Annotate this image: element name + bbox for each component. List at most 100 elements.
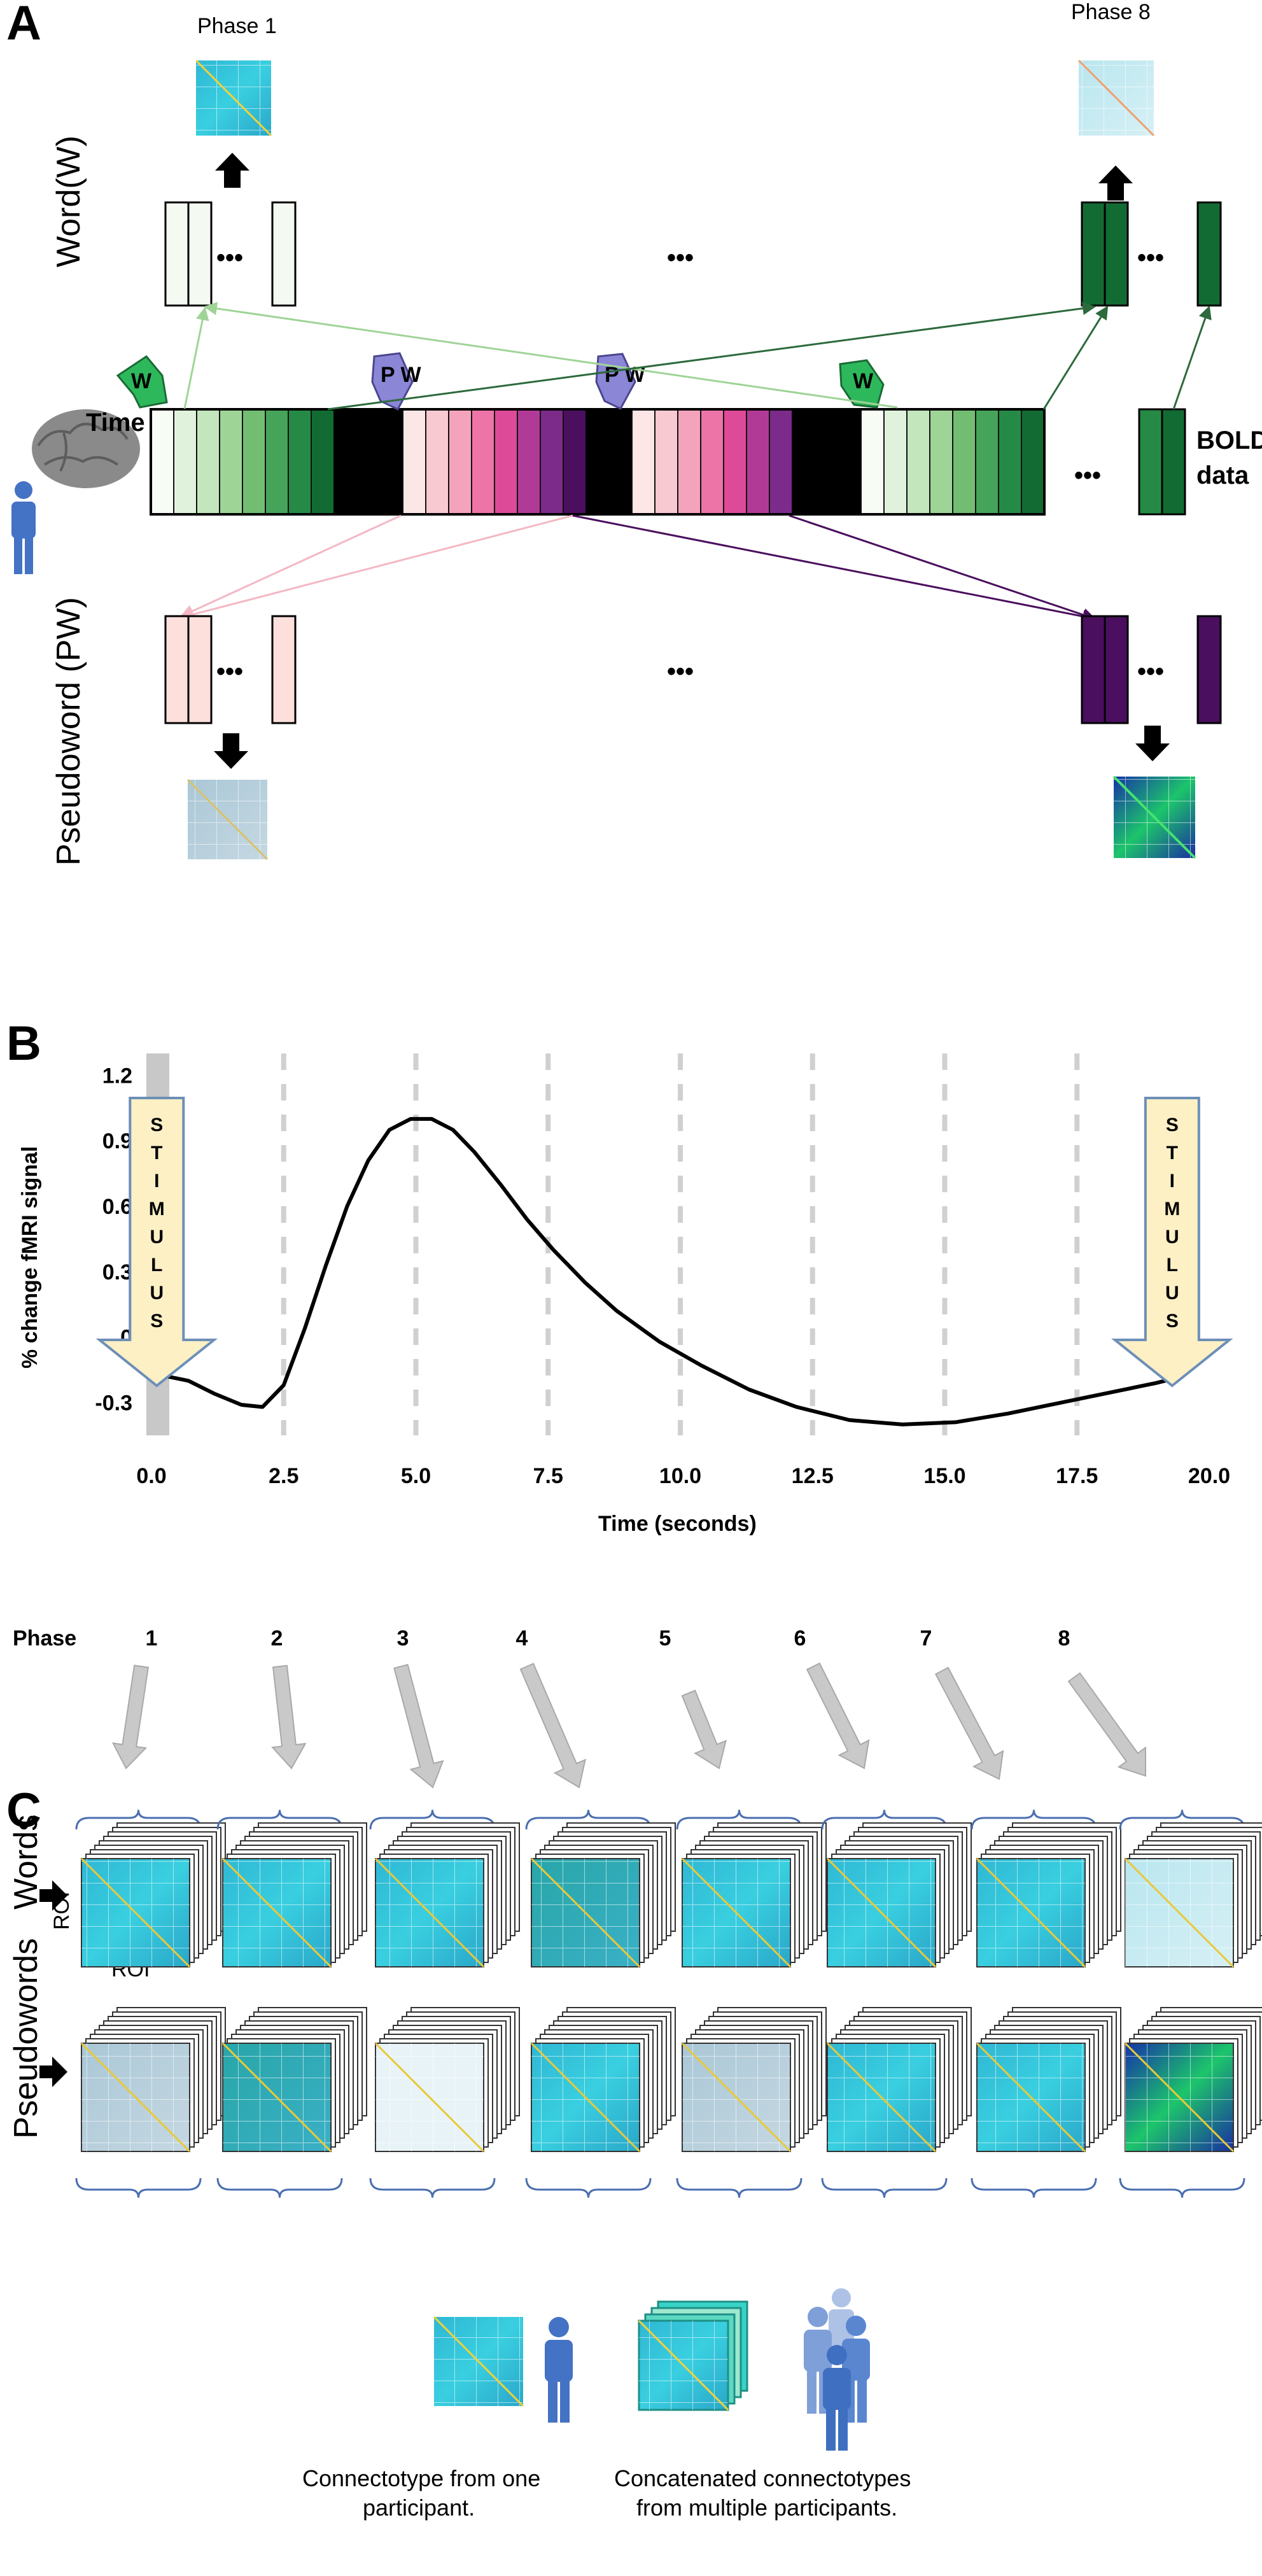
y-tick-label: 0.3: [102, 1260, 132, 1284]
bold-frame: [150, 408, 1046, 516]
x-tick-label: 10.0: [659, 1464, 701, 1488]
bold-volume: [631, 409, 656, 515]
x-tick-label: 2.5: [269, 1464, 298, 1488]
phase-number: 1: [146, 1626, 158, 1650]
multi-caption-2: from multiple participants.: [636, 2495, 897, 2521]
bold-volume: [379, 409, 403, 515]
pw-phase1-connectome: [186, 778, 269, 861]
ellipsis: •••: [216, 244, 243, 272]
svg-text:W: W: [853, 369, 874, 393]
up-arrow-icon: [1098, 165, 1133, 201]
bold-volume: [311, 409, 335, 515]
phase-number: 4: [516, 1626, 528, 1650]
bold-volume: [333, 409, 358, 515]
panel-b: B % change fMRI signal Time (seconds) 1.…: [6, 1017, 1233, 1536]
stimulus-letter: S: [1166, 1311, 1179, 1332]
phase-number: 6: [794, 1626, 806, 1650]
curly-brace: [1119, 1810, 1245, 1830]
stimulus-letter: U: [150, 1283, 164, 1304]
cue-arrow-icon: W: [839, 359, 885, 409]
phase-arrow-icon: [111, 1665, 150, 1770]
words-row-label: Words: [8, 1815, 45, 1910]
pw-phase1-bars: [164, 615, 297, 724]
phase-arrow-icon: [271, 1665, 307, 1770]
bold-volume: [929, 409, 953, 515]
stimulus-letter: U: [1165, 1283, 1179, 1304]
stimulus-letter: T: [1167, 1143, 1178, 1164]
word-row-label: Word(W): [50, 136, 87, 267]
x-tick-label: 7.5: [533, 1464, 563, 1488]
bold-volume: [677, 409, 701, 515]
ellipsis: •••: [1074, 461, 1101, 489]
down-arrow-icon: [1135, 726, 1170, 761]
bold-volume: [517, 409, 541, 515]
curly-brace: [369, 1810, 496, 1830]
bold-volume: [242, 409, 266, 515]
panel-a-letter: A: [6, 0, 41, 50]
bold-volume: [288, 409, 312, 515]
time-label: Time: [86, 409, 145, 437]
connectome-stack: [1124, 1822, 1262, 1968]
connectome-stack: [681, 1822, 827, 1968]
x-tick-label: 20.0: [1188, 1464, 1230, 1488]
panel-b-letter: B: [6, 1017, 41, 1071]
stimulus-letter: U: [1165, 1227, 1179, 1248]
connectome-stack: [221, 1822, 367, 1968]
brain-icon: [32, 409, 140, 488]
x-tick-label: 0.0: [136, 1464, 166, 1488]
connectome-stack: [530, 2007, 676, 2153]
bold-volume: [952, 409, 976, 515]
connectome-stack: [976, 1822, 1121, 1968]
phase-number: 7: [920, 1626, 932, 1650]
stimulus-letter: M: [149, 1199, 165, 1220]
curly-brace: [216, 1810, 343, 1830]
down-arrow-icon: [214, 733, 248, 769]
ellipsis: •••: [1137, 658, 1164, 686]
x-tick-label: 5.0: [401, 1464, 431, 1488]
phase-row-label: Phase: [13, 1626, 76, 1650]
y-tick-label: 1.2: [102, 1064, 132, 1088]
phase-arrow-icon: [934, 1666, 1004, 1780]
bold-volume: [700, 409, 724, 515]
bold-volume: [723, 409, 747, 515]
phase-mapping-arrows: [179, 302, 1212, 623]
word-phase8-connectome: [1077, 59, 1155, 137]
pw-phase8-bars: [1081, 615, 1222, 724]
group-people-icon: [804, 2288, 870, 2451]
word-phase8-bars: [1081, 201, 1222, 307]
bold-volume: [975, 409, 999, 515]
panel-c-letter: C: [6, 1784, 41, 1838]
curly-brace: [821, 1810, 948, 1830]
bold-volume: [494, 409, 518, 515]
connectome-stack: [374, 1822, 520, 1968]
curly-brace: [216, 2178, 343, 2198]
pseudoword-row-label: Pseudoword (PW): [50, 597, 87, 866]
y-axis-title: % change fMRI signal: [18, 1146, 42, 1369]
curly-brace: [75, 2178, 202, 2198]
ellipsis: •••: [667, 244, 694, 272]
ellipsis: •••: [1137, 244, 1164, 272]
connectome-stack: [221, 2007, 367, 2153]
bold-volume: [608, 409, 633, 515]
curly-brace: [525, 1810, 652, 1830]
phase-arrow-icon: [1067, 1672, 1147, 1777]
curly-brace: [1119, 2178, 1245, 2198]
panel-a: A Phase 1 Phase 8 Word(W) ••• •••: [6, 0, 1262, 866]
curly-brace: [75, 1810, 202, 1830]
phase-8-label: Phase 8: [1071, 0, 1151, 24]
bold-volume: [746, 409, 770, 515]
bold-volume: [860, 409, 885, 515]
single-caption-1: Connectotype from one: [302, 2465, 540, 2491]
bold-volume: [425, 409, 449, 515]
curly-brace: [971, 2178, 1097, 2198]
y-tick-label: -0.3: [95, 1391, 132, 1416]
bold-volume: [471, 409, 495, 515]
svg-text:P W: P W: [381, 363, 422, 387]
bold-volume: [838, 409, 862, 515]
bold-label: BOLD: [1196, 426, 1262, 454]
phase-number: 3: [397, 1626, 409, 1650]
